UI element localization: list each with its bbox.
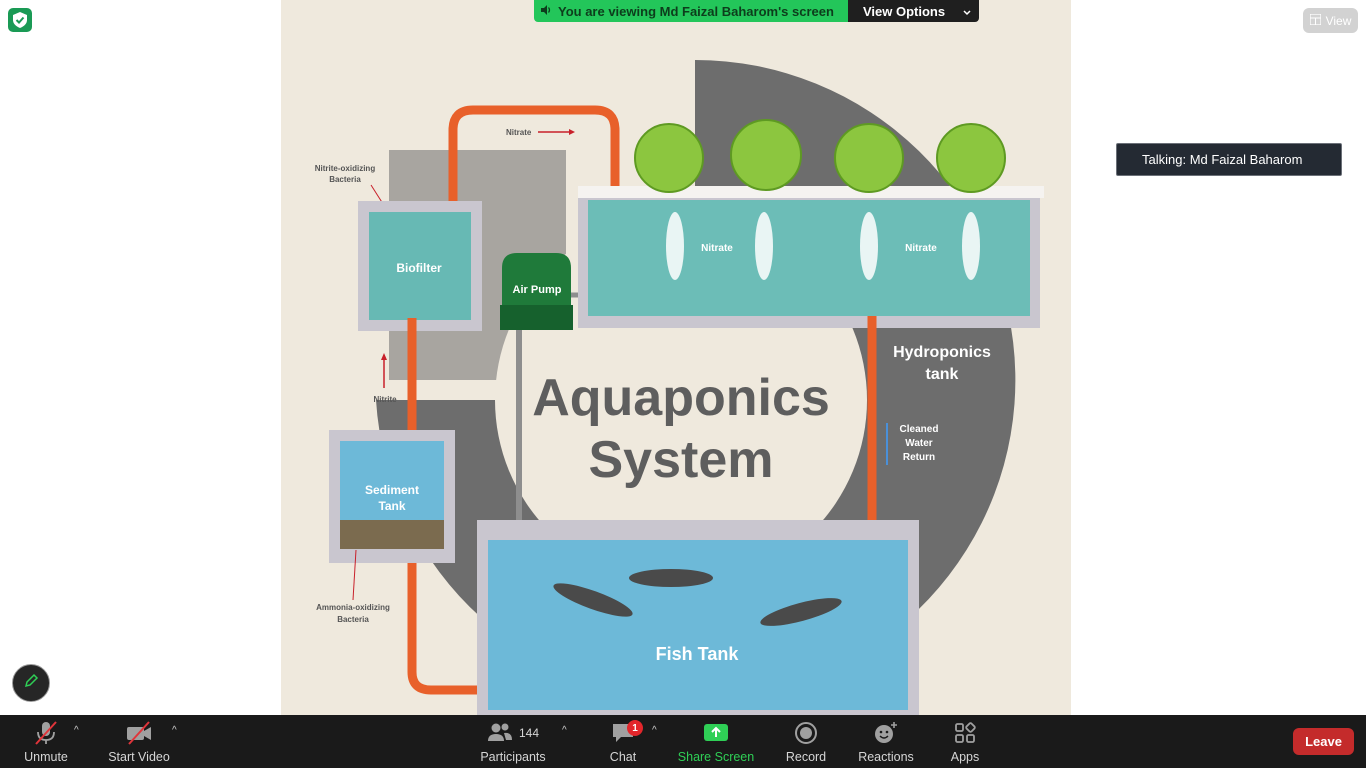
pencil-icon bbox=[23, 673, 39, 694]
speaker-icon bbox=[540, 4, 552, 19]
view-options-button[interactable]: View Options bbox=[847, 0, 980, 22]
label-nitrite-oxidizing-2: Bacteria bbox=[329, 175, 361, 184]
apps-icon bbox=[954, 718, 976, 748]
fish bbox=[553, 569, 842, 626]
smiley-icon bbox=[873, 718, 899, 748]
start-video-button[interactable]: Start Video bbox=[107, 715, 171, 768]
annotate-button[interactable] bbox=[12, 664, 50, 702]
grid-view-icon bbox=[1308, 12, 1322, 28]
share-screen-button[interactable]: Share Screen bbox=[677, 715, 755, 768]
shield-icon[interactable] bbox=[8, 8, 32, 32]
viewing-status: You are viewing Md Faizal Baharom's scre… bbox=[534, 0, 848, 22]
participants-label: Participants bbox=[480, 750, 546, 764]
chat-button[interactable]: 1 Chat bbox=[607, 715, 643, 768]
apps-label: Apps bbox=[950, 750, 980, 764]
pipe-nitrate bbox=[448, 105, 620, 230]
share-screen-label: Share Screen bbox=[677, 750, 755, 764]
label-ammonia-2: Bacteria bbox=[337, 615, 369, 624]
participants-icon-row: 144 bbox=[487, 718, 539, 748]
label-hydroponics-2: tank bbox=[926, 366, 959, 383]
unmute-label: Unmute bbox=[24, 750, 68, 764]
participants-icon bbox=[487, 722, 513, 745]
start-video-label: Start Video bbox=[108, 750, 170, 764]
chevron-down-icon bbox=[963, 4, 971, 19]
share-screen-icon bbox=[703, 718, 729, 748]
label-cleaned-water: Cleaned bbox=[900, 424, 939, 435]
reactions-label: Reactions bbox=[858, 750, 914, 764]
label-cleaned-water-2: Water bbox=[905, 438, 933, 449]
reactions-button[interactable]: Reactions bbox=[858, 715, 914, 768]
diagram-title: Aquaponics bbox=[532, 369, 830, 427]
view-button[interactable]: View bbox=[1303, 8, 1358, 33]
video-options-caret-icon[interactable]: ^ bbox=[172, 725, 177, 736]
label-hydroponics: Hydroponics bbox=[893, 344, 991, 361]
screen-share-banner: You are viewing Md Faizal Baharom's scre… bbox=[534, 0, 980, 22]
label-nitrite: Nitrite bbox=[373, 395, 397, 404]
label-sediment: Sediment bbox=[365, 483, 419, 497]
unmute-button[interactable]: Unmute bbox=[22, 715, 70, 768]
diagram-title-2: System bbox=[589, 431, 774, 489]
viewing-status-text: You are viewing Md Faizal Baharom's scre… bbox=[558, 3, 834, 19]
label-air-pump: Air Pump bbox=[513, 284, 562, 296]
lettuce-plants bbox=[634, 119, 1006, 193]
record-label: Record bbox=[785, 750, 827, 764]
participants-count: 144 bbox=[518, 726, 540, 740]
aquaponics-diagram: Nitrate Nitrite-oxidizing Bacteria Biofi… bbox=[315, 59, 1044, 715]
leave-button[interactable]: Leave bbox=[1293, 728, 1354, 755]
chat-icon: 1 bbox=[611, 718, 643, 748]
participants-options-caret-icon[interactable]: ^ bbox=[562, 725, 567, 736]
record-icon bbox=[794, 718, 818, 748]
record-button[interactable]: Record bbox=[785, 715, 827, 768]
view-button-label: View bbox=[1325, 13, 1352, 28]
participants-button[interactable]: 144 Participants bbox=[480, 715, 546, 768]
label-nitrate-top: Nitrate bbox=[506, 128, 532, 137]
label-ammonia: Ammonia-oxidizing bbox=[316, 603, 390, 612]
label-nitrate-left: Nitrate bbox=[701, 243, 733, 254]
video-off-icon bbox=[125, 718, 153, 748]
muted-mic-icon bbox=[33, 718, 59, 748]
chat-label: Chat bbox=[609, 750, 637, 764]
shared-screen-view: Nitrate Nitrite-oxidizing Bacteria Biofi… bbox=[281, 0, 1071, 715]
audio-options-caret-icon[interactable]: ^ bbox=[74, 725, 79, 736]
label-nitrite-oxidizing: Nitrite-oxidizing bbox=[315, 164, 376, 173]
label-biofilter: Biofilter bbox=[396, 261, 442, 275]
talking-indicator: Talking: Md Faizal Baharom bbox=[1116, 143, 1342, 176]
chat-badge: 1 bbox=[627, 720, 643, 736]
chat-options-caret-icon[interactable]: ^ bbox=[652, 725, 657, 736]
label-cleaned-water-3: Return bbox=[903, 452, 935, 463]
view-options-label: View Options bbox=[862, 3, 946, 19]
meeting-toolbar: Unmute ^ Start Video ^ 144 Participants … bbox=[0, 715, 1366, 768]
label-fish-tank: Fish Tank bbox=[656, 644, 740, 664]
label-sediment-2: Tank bbox=[378, 499, 405, 513]
apps-button[interactable]: Apps bbox=[948, 715, 982, 768]
label-nitrate-right: Nitrate bbox=[905, 243, 937, 254]
